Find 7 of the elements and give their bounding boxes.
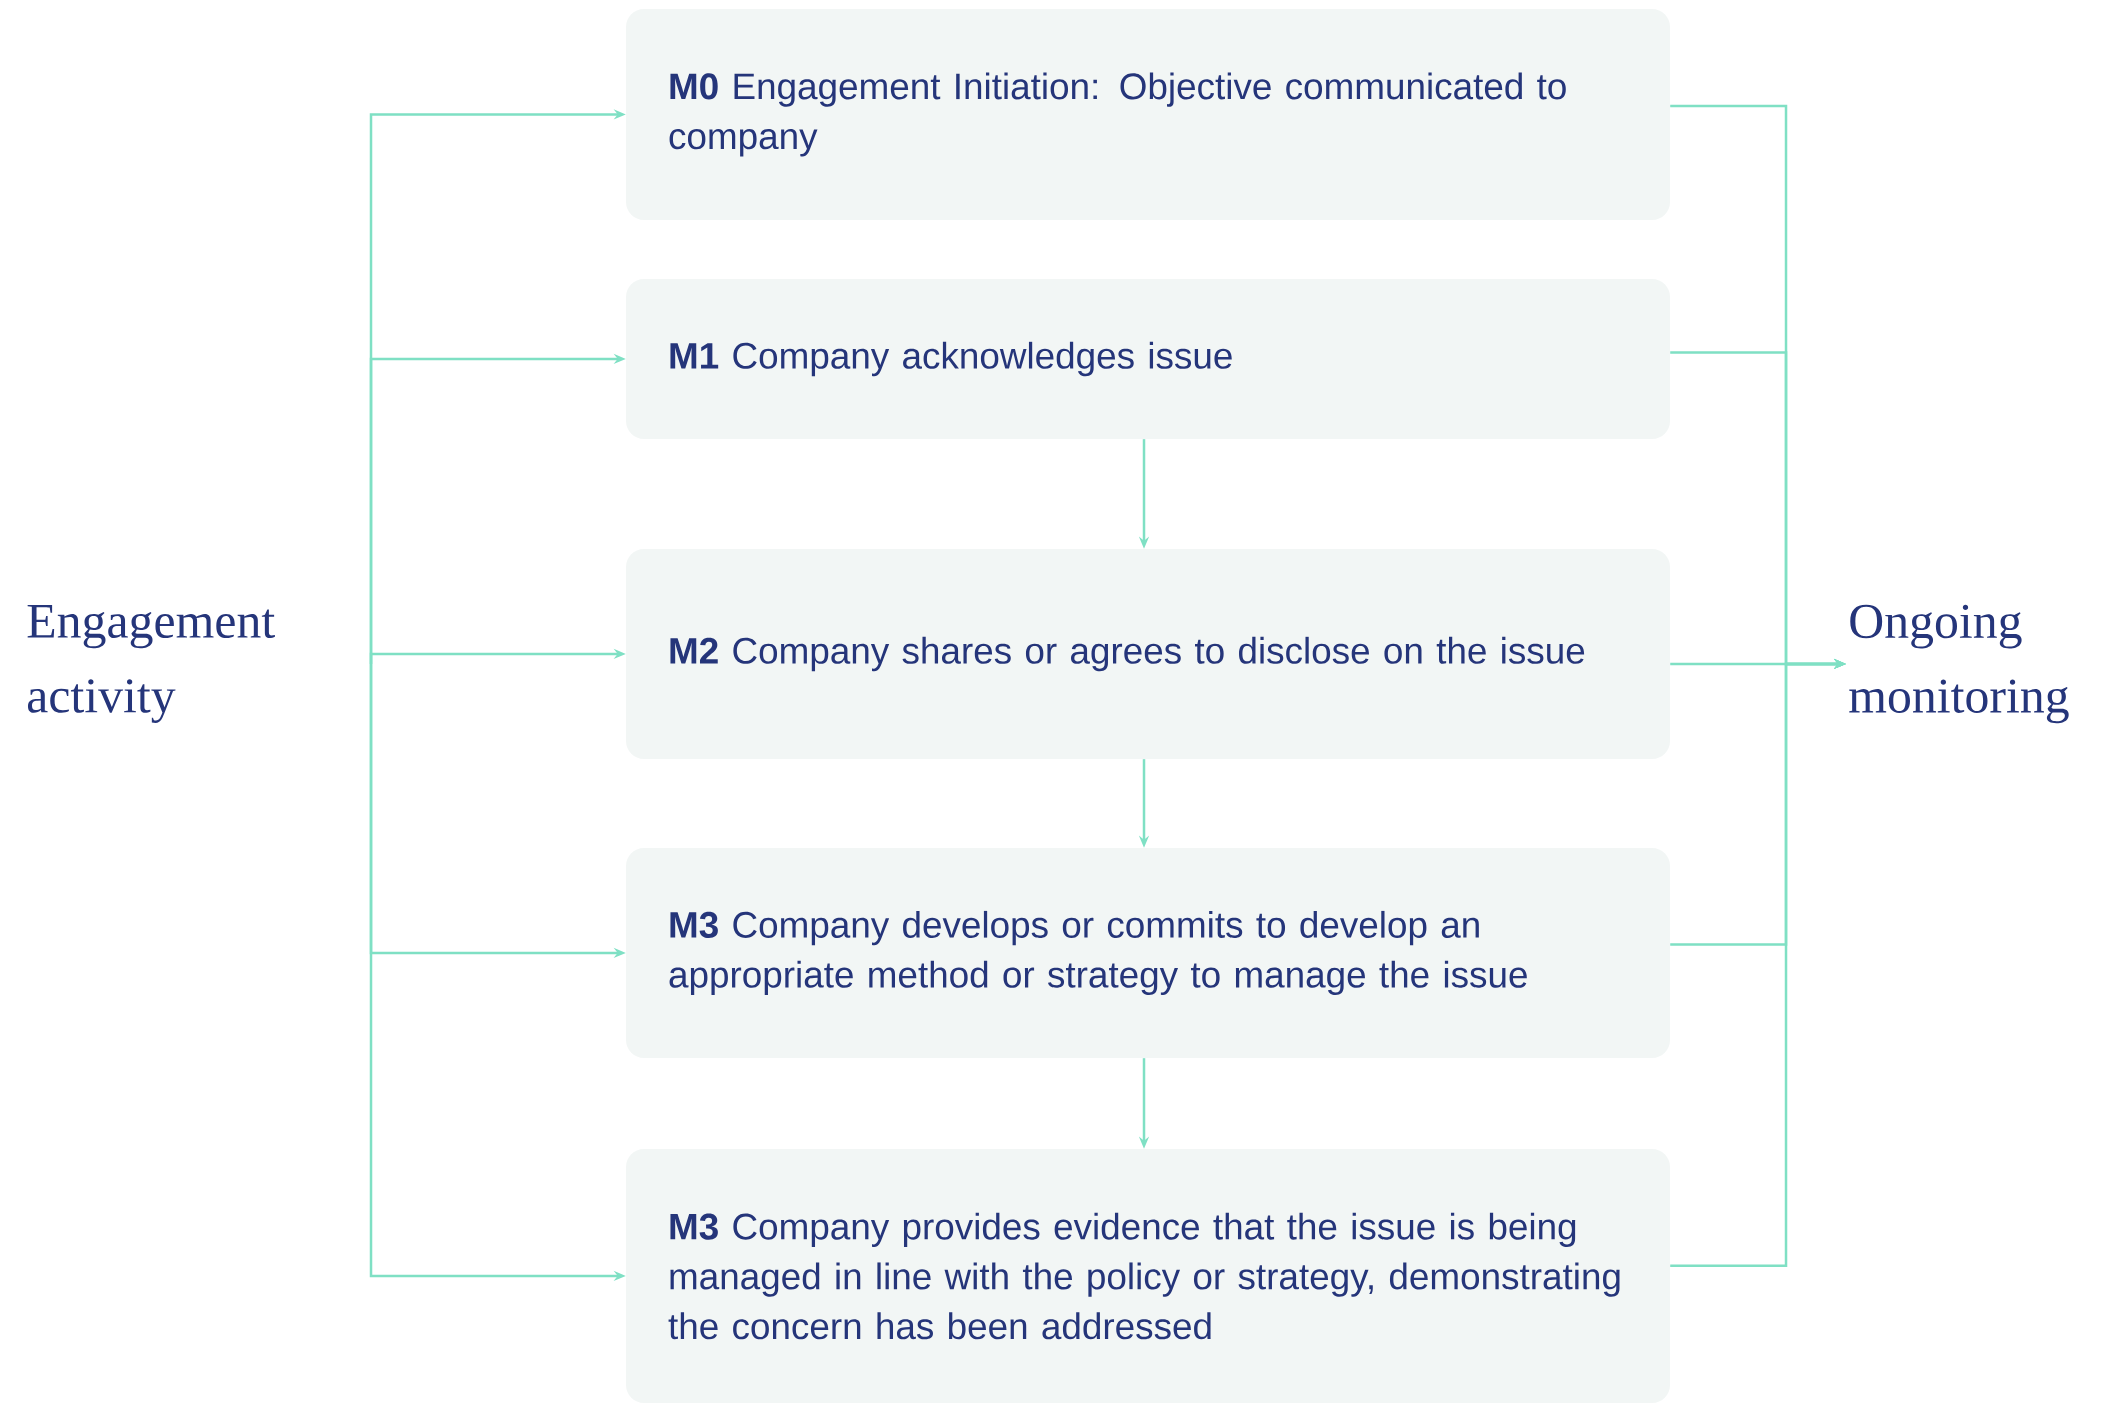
milestone-box: M2 Company shares or agrees to disclose on the issue [626, 549, 1670, 759]
milestone-box: M3 Company provides evidence that the issue is being managed in line with the policy or strategy, demonstrating the concern has been addressed [626, 1149, 1670, 1403]
milestone-box: M3 Company develops or commits to develop an appropriate method or strategy to manage the issue [626, 848, 1670, 1058]
side-label: Ongoing monitoring [1849, 604, 2069, 724]
side-label: Engagement activity [27, 604, 275, 723]
milestone-box: M1 Company acknowledges issue [626, 279, 1670, 439]
milestone-box: M0 Engagement Initiation: Objective communicated to company [626, 9, 1670, 220]
